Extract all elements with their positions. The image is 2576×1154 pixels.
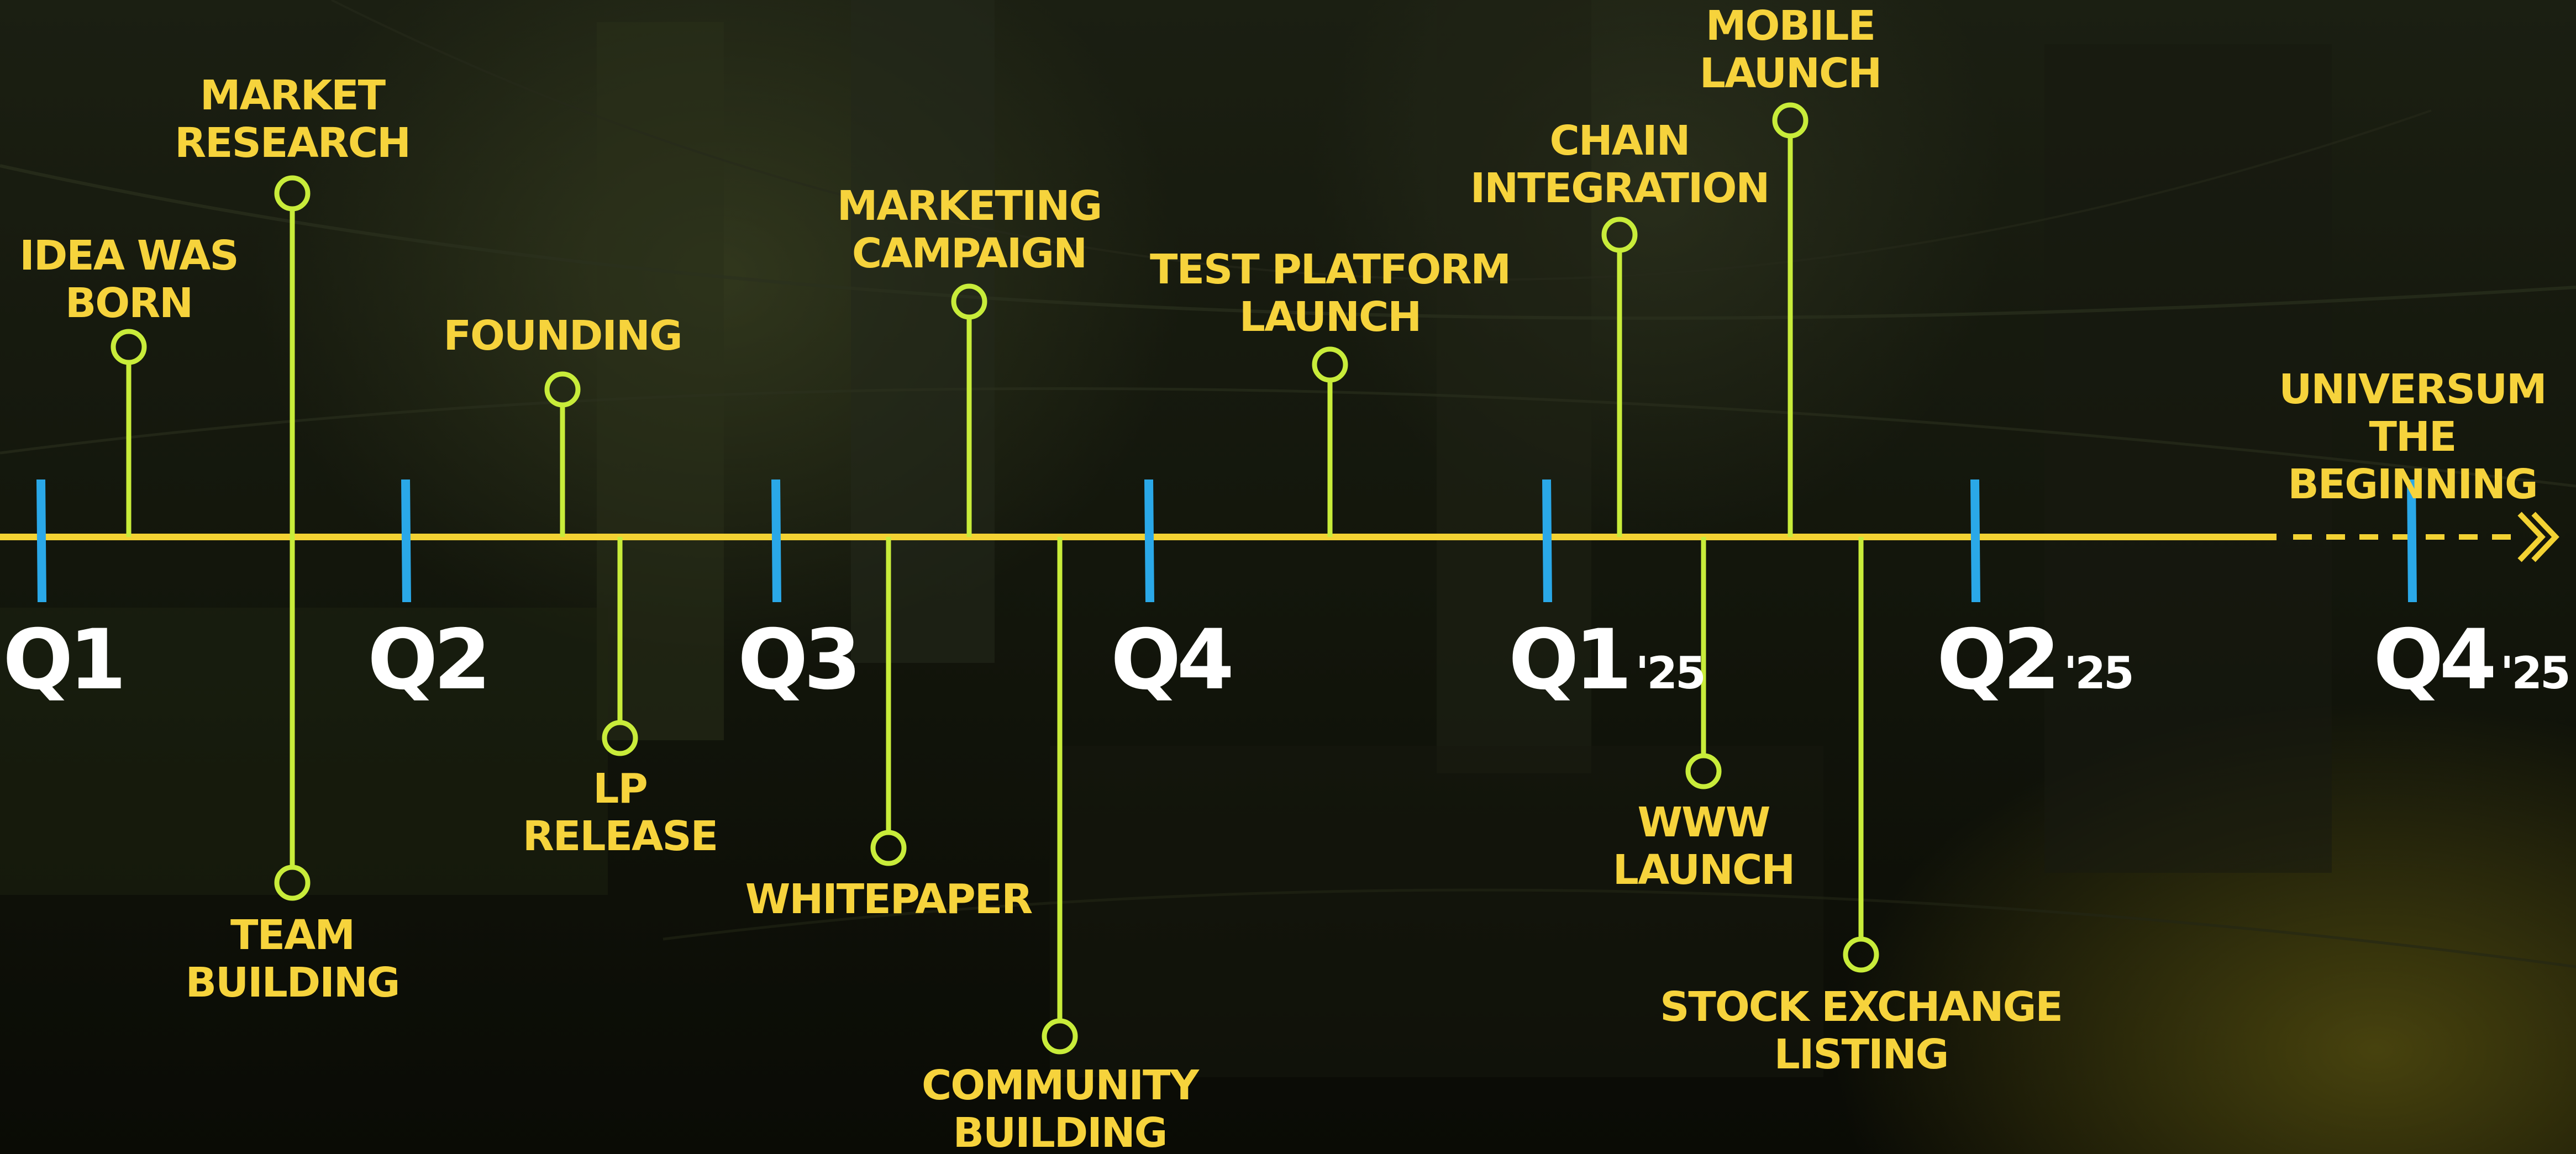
milestone-label-test-platform-launch: TEST PLATFORM LAUNCH: [1149, 246, 1511, 341]
milestone-circle: [1312, 346, 1348, 383]
quarter-marker: [1970, 479, 1980, 602]
quarter-label: Q2: [367, 619, 491, 702]
milestone-label-stock-exchange-listing: STOCK EXCHANGE LISTING: [1660, 983, 2063, 1078]
milestone-circle: [274, 865, 311, 901]
milestone-circle: [274, 175, 311, 212]
milestone-label-idea-was-born: IDEA WAS BORN: [19, 232, 239, 327]
milestone-label-founding: FOUNDING: [443, 312, 682, 360]
milestone-circle: [602, 720, 638, 756]
quarter-label-text: Q1: [3, 612, 127, 708]
quarter-marker: [1144, 479, 1154, 602]
milestone-circle: [951, 283, 987, 320]
quarter-label-text: Q4: [2373, 612, 2497, 708]
quarter-label: Q4'25: [2373, 619, 2571, 715]
quarter-label-text: Q3: [738, 612, 861, 708]
quarter-year: '25: [1635, 647, 1706, 699]
milestone-label-marketing-campaign: MARKETING CAMPAIGN: [837, 182, 1102, 277]
quarter-label-text: Q2: [367, 612, 491, 708]
milestone-circle: [1772, 102, 1809, 139]
milestone-circle: [1685, 753, 1722, 789]
milestone-label-lp-release: LP RELEASE: [522, 765, 718, 860]
milestone-circle: [870, 830, 907, 866]
milestone-circle: [1601, 217, 1638, 253]
quarter-marker: [2407, 479, 2417, 602]
milestone-circle: [111, 329, 147, 365]
quarter-marker: [771, 479, 781, 602]
quarter-label: Q4: [1111, 619, 1234, 702]
milestone-label-team-building: TEAM BUILDING: [185, 911, 401, 1007]
quarter-label: Q2'25: [1937, 619, 2135, 715]
milestone-label-community-building: COMMUNITY BUILDING: [921, 1062, 1199, 1154]
milestone-label-market-research: MARKET RESEARCH: [175, 72, 411, 167]
quarter-label: Q3: [738, 619, 861, 702]
milestone-label-www-launch: WWW LAUNCH: [1612, 799, 1795, 894]
quarter-marker: [36, 479, 46, 602]
milestone-circle: [1843, 936, 1879, 973]
milestone-circle: [544, 371, 581, 408]
quarter-label-text: Q1: [1508, 612, 1632, 708]
milestone-label-universum-the-beginning: UNIVERSUM THE BEGINNING: [2279, 366, 2547, 508]
milestone-label-chain-integration: CHAIN INTEGRATION: [1470, 117, 1770, 212]
quarter-year: '25: [2063, 647, 2135, 699]
quarter-label-text: Q4: [1111, 612, 1234, 708]
quarter-label: Q1'25: [1508, 619, 1706, 715]
quarter-marker: [401, 479, 411, 602]
double-chevron-right-icon: [2517, 512, 2559, 562]
quarter-label-text: Q2: [1937, 612, 2060, 708]
milestone-label-mobile-launch: MOBILE LAUNCH: [1699, 2, 1882, 97]
quarter-marker: [1542, 479, 1552, 602]
milestone-label-whitepaper: WHITEPAPER: [745, 876, 1033, 923]
quarter-year: '25: [2500, 647, 2571, 699]
milestone-circle: [1042, 1018, 1078, 1055]
quarter-label: Q1: [3, 619, 127, 702]
